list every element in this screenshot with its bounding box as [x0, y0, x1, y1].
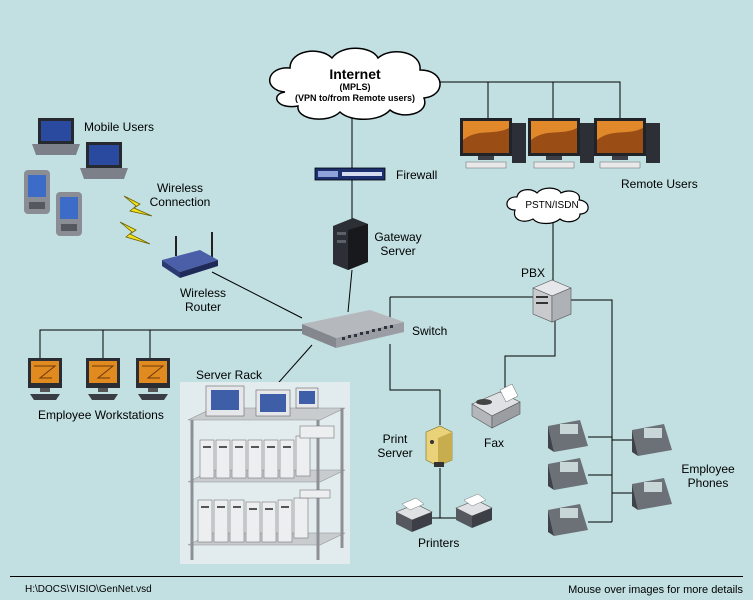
wireless-lightning-icon — [119, 195, 153, 245]
print-server-device[interactable] — [425, 425, 453, 467]
firewall-label: Firewall — [396, 168, 438, 182]
gateway-server-label: Gateway Server — [368, 230, 428, 258]
laptop-1[interactable] — [32, 118, 80, 155]
footer-divider — [10, 576, 743, 577]
ip-phone-1[interactable] — [548, 420, 588, 452]
print-server-line1: Print — [382, 432, 408, 446]
network-switch[interactable] — [302, 310, 404, 348]
footer-hint: Mouse over images for more details — [568, 584, 743, 596]
pda-1[interactable] — [24, 170, 50, 214]
ip-phone-2[interactable] — [548, 458, 588, 490]
printer-1[interactable] — [395, 497, 433, 532]
wireless-router-line1: Wireless — [179, 286, 226, 300]
gateway-server-line1: Gateway — [374, 230, 422, 244]
ip-phone-5[interactable] — [632, 478, 672, 510]
connection-lines — [39, 81, 632, 523]
laptop-2[interactable] — [80, 142, 128, 179]
workstation-1[interactable] — [28, 358, 62, 400]
remote-user-pc-1[interactable] — [460, 118, 526, 169]
wireless-connection-line2: Connection — [149, 195, 211, 209]
internet-label: Internet (MPLS) (VPN to/from Remote user… — [290, 66, 420, 104]
internet-subtitle-mpls: (MPLS) — [339, 82, 371, 92]
printers-label: Printers — [418, 536, 460, 550]
print-server-label: Print Server — [372, 432, 418, 460]
pstn-isdn-cloud[interactable] — [506, 187, 589, 225]
workstation-2[interactable] — [86, 358, 120, 400]
remote-user-pc-3[interactable] — [594, 118, 660, 169]
fax-label: Fax — [484, 436, 505, 450]
ip-phone-3[interactable] — [548, 504, 588, 536]
employee-phones-line1: Employee — [681, 462, 735, 476]
pstn-isdn-label: PSTN/ISDN — [525, 200, 579, 211]
pbx-label: PBX — [521, 266, 546, 280]
internet-cloud[interactable] — [268, 47, 441, 120]
workstation-3[interactable] — [136, 358, 170, 400]
mobile-users-label: Mobile Users — [84, 120, 155, 134]
switch-label: Switch — [412, 324, 448, 338]
employee-workstations-label: Employee Workstations — [38, 408, 164, 422]
remote-users-label: Remote Users — [621, 177, 698, 191]
printer-2[interactable] — [455, 493, 493, 528]
gateway-server-line2: Server — [380, 244, 416, 258]
fax-machine[interactable] — [471, 383, 521, 429]
pbx-device[interactable] — [532, 279, 572, 323]
internet-subtitle-vpn: (VPN to/from Remote users) — [294, 93, 416, 103]
server-rack-label: Server Rack — [196, 368, 263, 382]
gateway-server-tower[interactable] — [333, 218, 368, 270]
pda-2[interactable] — [56, 192, 82, 236]
server-rack[interactable] — [180, 382, 350, 564]
firewall-device[interactable] — [314, 167, 386, 181]
wireless-router-label: Wireless Router — [168, 286, 238, 314]
wireless-router-line2: Router — [184, 300, 222, 314]
footer-file-path: H:\DOCS\VISIO\GenNet.vsd — [25, 584, 152, 595]
ip-phone-4[interactable] — [632, 424, 672, 456]
wireless-router-device[interactable] — [162, 232, 218, 278]
internet-title: Internet — [329, 66, 381, 82]
employee-phones-line2: Phones — [687, 476, 729, 490]
remote-user-pc-2[interactable] — [528, 118, 594, 169]
wireless-connection-label: Wireless Connection — [140, 181, 220, 209]
wireless-connection-line1: Wireless — [156, 181, 203, 195]
print-server-line2: Server — [377, 446, 413, 460]
employee-phones-label: Employee Phones — [676, 462, 740, 490]
